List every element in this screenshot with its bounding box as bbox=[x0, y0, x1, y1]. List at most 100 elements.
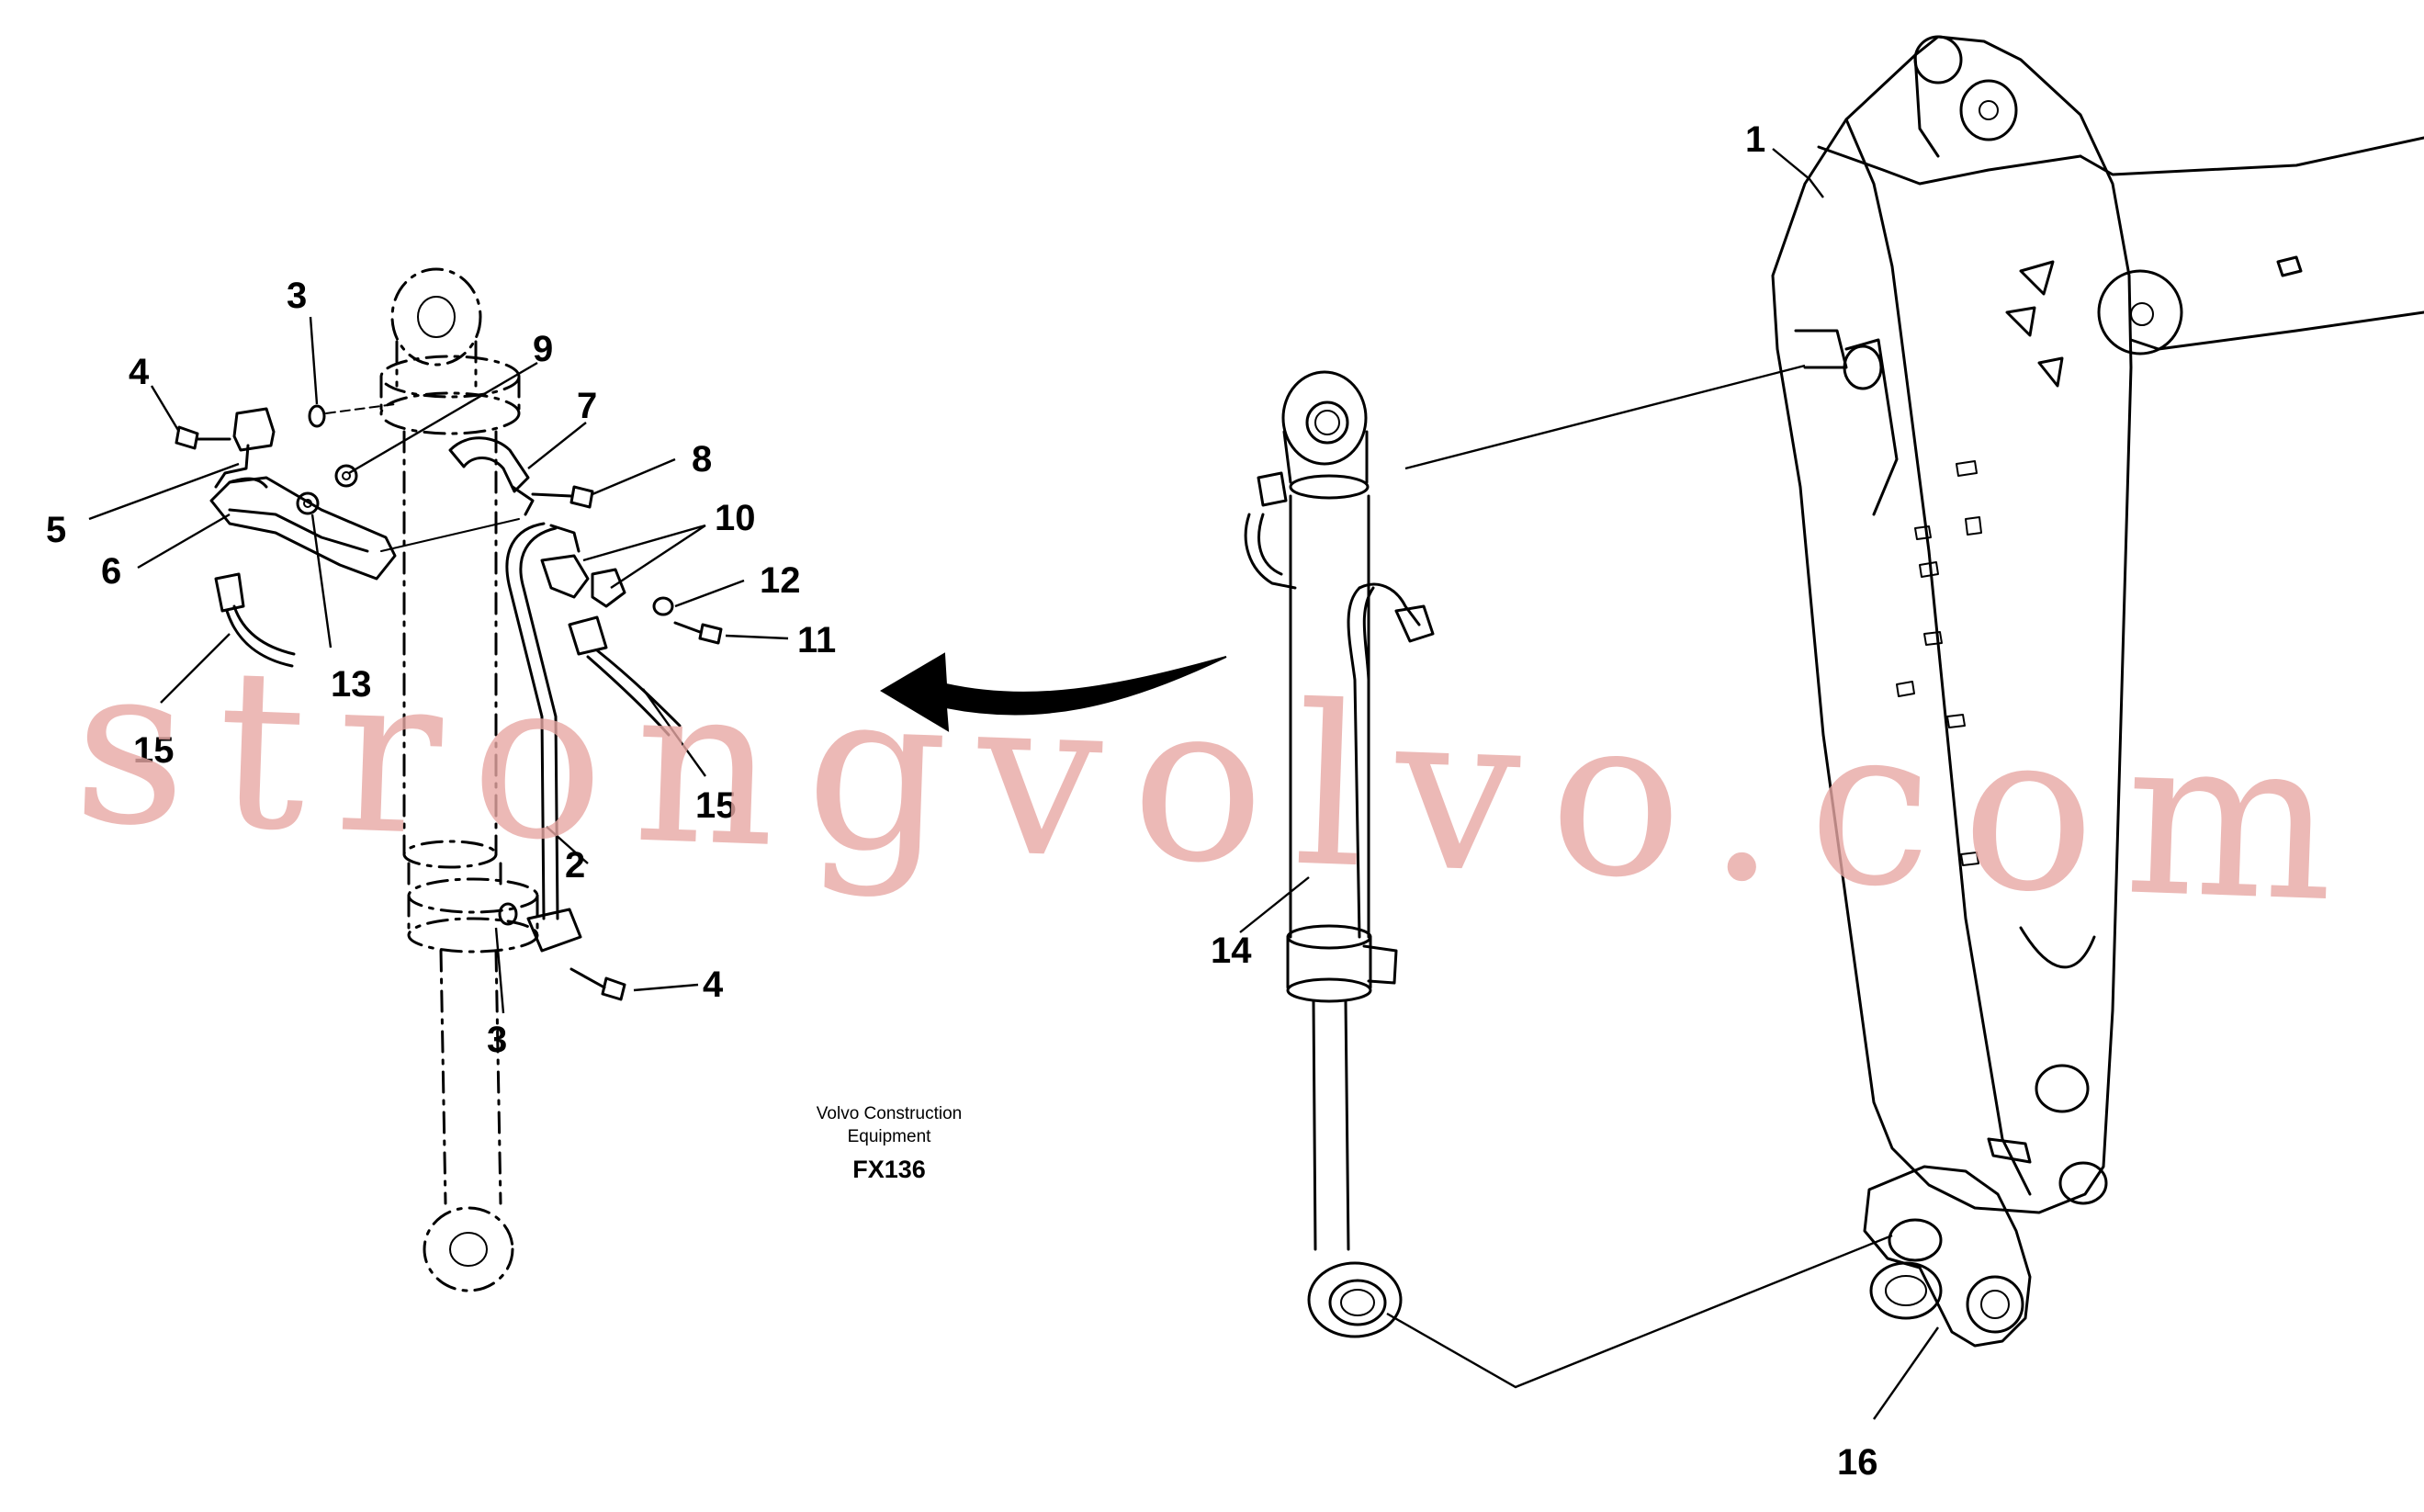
detail-rod-eye bbox=[423, 1206, 514, 1292]
clamp-strap bbox=[228, 477, 268, 489]
callout-5: 5 bbox=[46, 510, 66, 550]
arm-mid-boss bbox=[1843, 344, 1883, 390]
direction-arrow bbox=[880, 652, 1227, 732]
callout-15-right: 15 bbox=[695, 785, 737, 826]
leader-3-top bbox=[309, 316, 319, 405]
leader-5 bbox=[88, 462, 240, 521]
pin-collar bbox=[1888, 1218, 1943, 1262]
detail-top-band-lower bbox=[379, 391, 521, 435]
callout-12: 12 bbox=[760, 560, 801, 601]
barrel-fitting-right bbox=[1394, 604, 1435, 643]
cylinder-rod-eye bbox=[1307, 1261, 1403, 1338]
callout-1: 1 bbox=[1745, 119, 1765, 160]
gland-clamp bbox=[1362, 944, 1398, 985]
cylinder-gland-sides bbox=[1286, 935, 1372, 989]
bolt-4-lower-head bbox=[601, 976, 626, 1001]
caption-brand: Volvo Construction bbox=[817, 1104, 962, 1123]
cylinder-collar bbox=[1289, 474, 1370, 500]
washer-12 bbox=[652, 596, 674, 616]
leader-16 bbox=[1873, 1326, 1939, 1420]
leader-9 bbox=[348, 361, 538, 475]
callout-labels: 1 2 3 3 4 4 5 6 7 8 9 10 11 12 13 14 15 … bbox=[46, 119, 1878, 1483]
clamp-block-top bbox=[232, 407, 276, 452]
fitting-10a bbox=[540, 554, 590, 599]
cylinder-head-bore-inner bbox=[1314, 410, 1340, 435]
leader-cylinder-head-to-arm bbox=[1404, 364, 1806, 470]
arm-grease-nipple bbox=[1987, 1137, 2032, 1164]
cylinder-head-neck bbox=[1282, 430, 1369, 484]
arm-boss-a bbox=[1956, 460, 1978, 477]
arm-centerline bbox=[1844, 118, 2032, 1196]
cylinder-assembly bbox=[1244, 370, 1435, 1338]
arm-boss-g bbox=[1946, 714, 1966, 728]
arm-top-pin-left bbox=[1913, 35, 1963, 85]
leader-13 bbox=[310, 513, 333, 649]
leader-10 bbox=[582, 524, 706, 590]
cylinder-barrel bbox=[1289, 494, 1370, 939]
pin-assembly bbox=[1863, 1165, 2032, 1348]
arm-top-boss bbox=[1959, 79, 2018, 141]
arm-boss-c bbox=[1965, 516, 1982, 536]
callout-15-left: 15 bbox=[133, 730, 175, 771]
arm-top-boss-bore bbox=[1979, 100, 1999, 120]
arm-boss-f bbox=[1896, 681, 1915, 697]
leader-6 bbox=[137, 513, 231, 570]
leader-15-right bbox=[642, 688, 706, 777]
arm-bucket-boss-2 bbox=[2058, 1161, 2108, 1205]
arm-assembly bbox=[1771, 35, 2424, 1214]
hose-fitting-left bbox=[214, 572, 245, 613]
leader-4-lower bbox=[633, 983, 699, 992]
bolt-axis-top bbox=[325, 403, 396, 414]
cylinder-rod-eye-bore bbox=[1328, 1279, 1387, 1326]
hose-fitting-right bbox=[568, 615, 608, 656]
cylinder-rod-eye-inner bbox=[1340, 1289, 1375, 1316]
bolt-head-top bbox=[175, 425, 199, 450]
nut-13 bbox=[296, 491, 320, 515]
detail-gland-sides bbox=[407, 862, 502, 893]
detail-barrel bbox=[402, 430, 498, 856]
callout-6: 6 bbox=[101, 551, 121, 592]
fitting-10b bbox=[591, 568, 626, 608]
leader-2 bbox=[546, 826, 589, 864]
arm-web bbox=[1844, 338, 1899, 516]
detail-band-sides bbox=[379, 375, 521, 415]
pin-body bbox=[1863, 1165, 2032, 1348]
callout-16: 16 bbox=[1837, 1442, 1878, 1483]
nut-9 bbox=[334, 464, 358, 488]
detail-bracket-assembly bbox=[175, 403, 594, 668]
washer-lower bbox=[498, 902, 518, 926]
hose-left bbox=[225, 604, 296, 668]
detail-top-eye bbox=[390, 267, 482, 367]
arm-top-edge bbox=[1913, 53, 1940, 158]
cylinder-head-bore bbox=[1305, 401, 1349, 445]
leader-1 bbox=[1772, 148, 1824, 198]
pin-washer bbox=[1869, 1261, 1943, 1320]
pin-washer-inner bbox=[1885, 1275, 1927, 1306]
boom-top bbox=[2079, 136, 2424, 176]
bolt-8-head bbox=[569, 485, 594, 509]
leader-15-left bbox=[160, 633, 231, 704]
bolt-8-shank bbox=[531, 492, 573, 498]
bolt-11-shank bbox=[673, 621, 702, 634]
caption-figure-code: FX136 bbox=[852, 1156, 926, 1183]
bolt-4-lower-shank bbox=[569, 967, 606, 989]
leader-3-lower bbox=[494, 927, 505, 1014]
callout-13: 13 bbox=[331, 664, 372, 705]
leader-12 bbox=[674, 579, 745, 608]
barrel-pipe-long bbox=[1347, 586, 1375, 939]
figure-caption: Volvo Construction Equipment FX136 bbox=[817, 1104, 962, 1183]
arm-boss-d bbox=[1919, 561, 1939, 578]
callout-11: 11 bbox=[797, 620, 836, 660]
callout-14: 14 bbox=[1211, 931, 1252, 971]
callout-9: 9 bbox=[533, 329, 553, 369]
arm-cutout-1 bbox=[2019, 260, 2055, 296]
u-clamp-tab bbox=[511, 485, 535, 516]
callout-3-top: 3 bbox=[287, 276, 307, 316]
detail-clamp-lower bbox=[407, 917, 539, 953]
pipe-bend-top bbox=[549, 524, 581, 553]
detail-clamp-sides bbox=[407, 894, 539, 934]
arm-boss-h bbox=[1960, 852, 1979, 866]
assembly-leader-lines bbox=[1239, 148, 1939, 1420]
arm-boss-b bbox=[1914, 525, 1932, 540]
